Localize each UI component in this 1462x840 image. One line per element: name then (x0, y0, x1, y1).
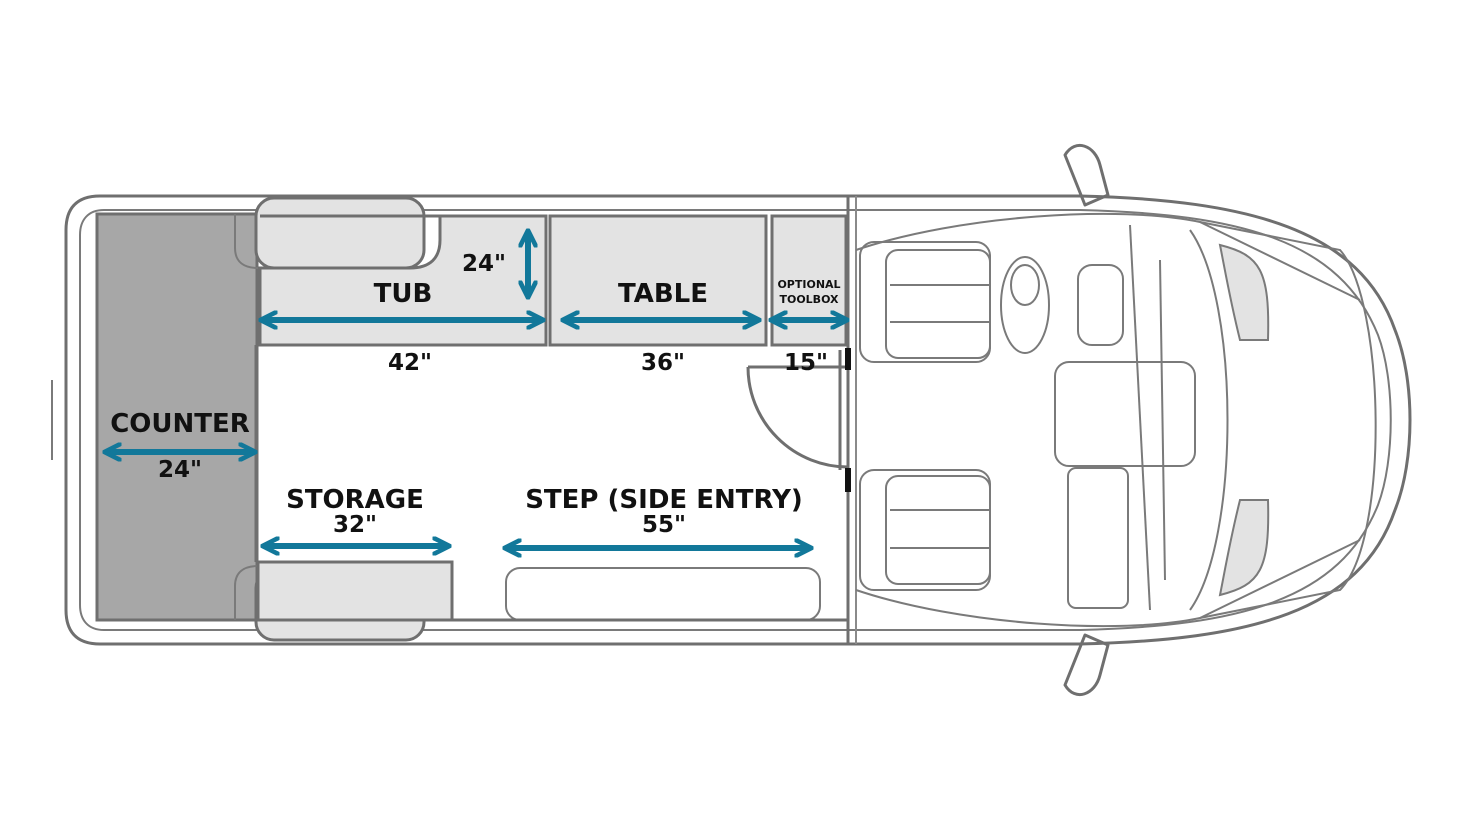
tub-depth-dimension: 24" (462, 251, 506, 277)
toolbox-label-line2: TOOLBOX (779, 293, 839, 306)
storage-dimension: 32" (333, 512, 377, 538)
counter-label: COUNTER (110, 409, 250, 439)
tub-width-dimension: 42" (388, 350, 432, 376)
step-zone (505, 567, 821, 621)
toolbox-dimension: 15" (784, 350, 828, 376)
cab-area (846, 143, 1377, 697)
storage-zone (256, 560, 454, 622)
table-label: TABLE (618, 279, 708, 309)
tub-label: TUB (374, 279, 433, 309)
table-dimension: 36" (641, 350, 685, 376)
bulkhead-door (746, 348, 851, 492)
step-dimension: 55" (642, 512, 686, 538)
storage-label: STORAGE (286, 485, 424, 515)
wheel-well-top (254, 196, 426, 270)
step-label: STEP (SIDE ENTRY) (525, 485, 803, 515)
van-body-outline (51, 194, 1412, 646)
counter-dimension: 24" (158, 457, 202, 483)
toolbox-label-line1: OPTIONAL (777, 278, 840, 291)
